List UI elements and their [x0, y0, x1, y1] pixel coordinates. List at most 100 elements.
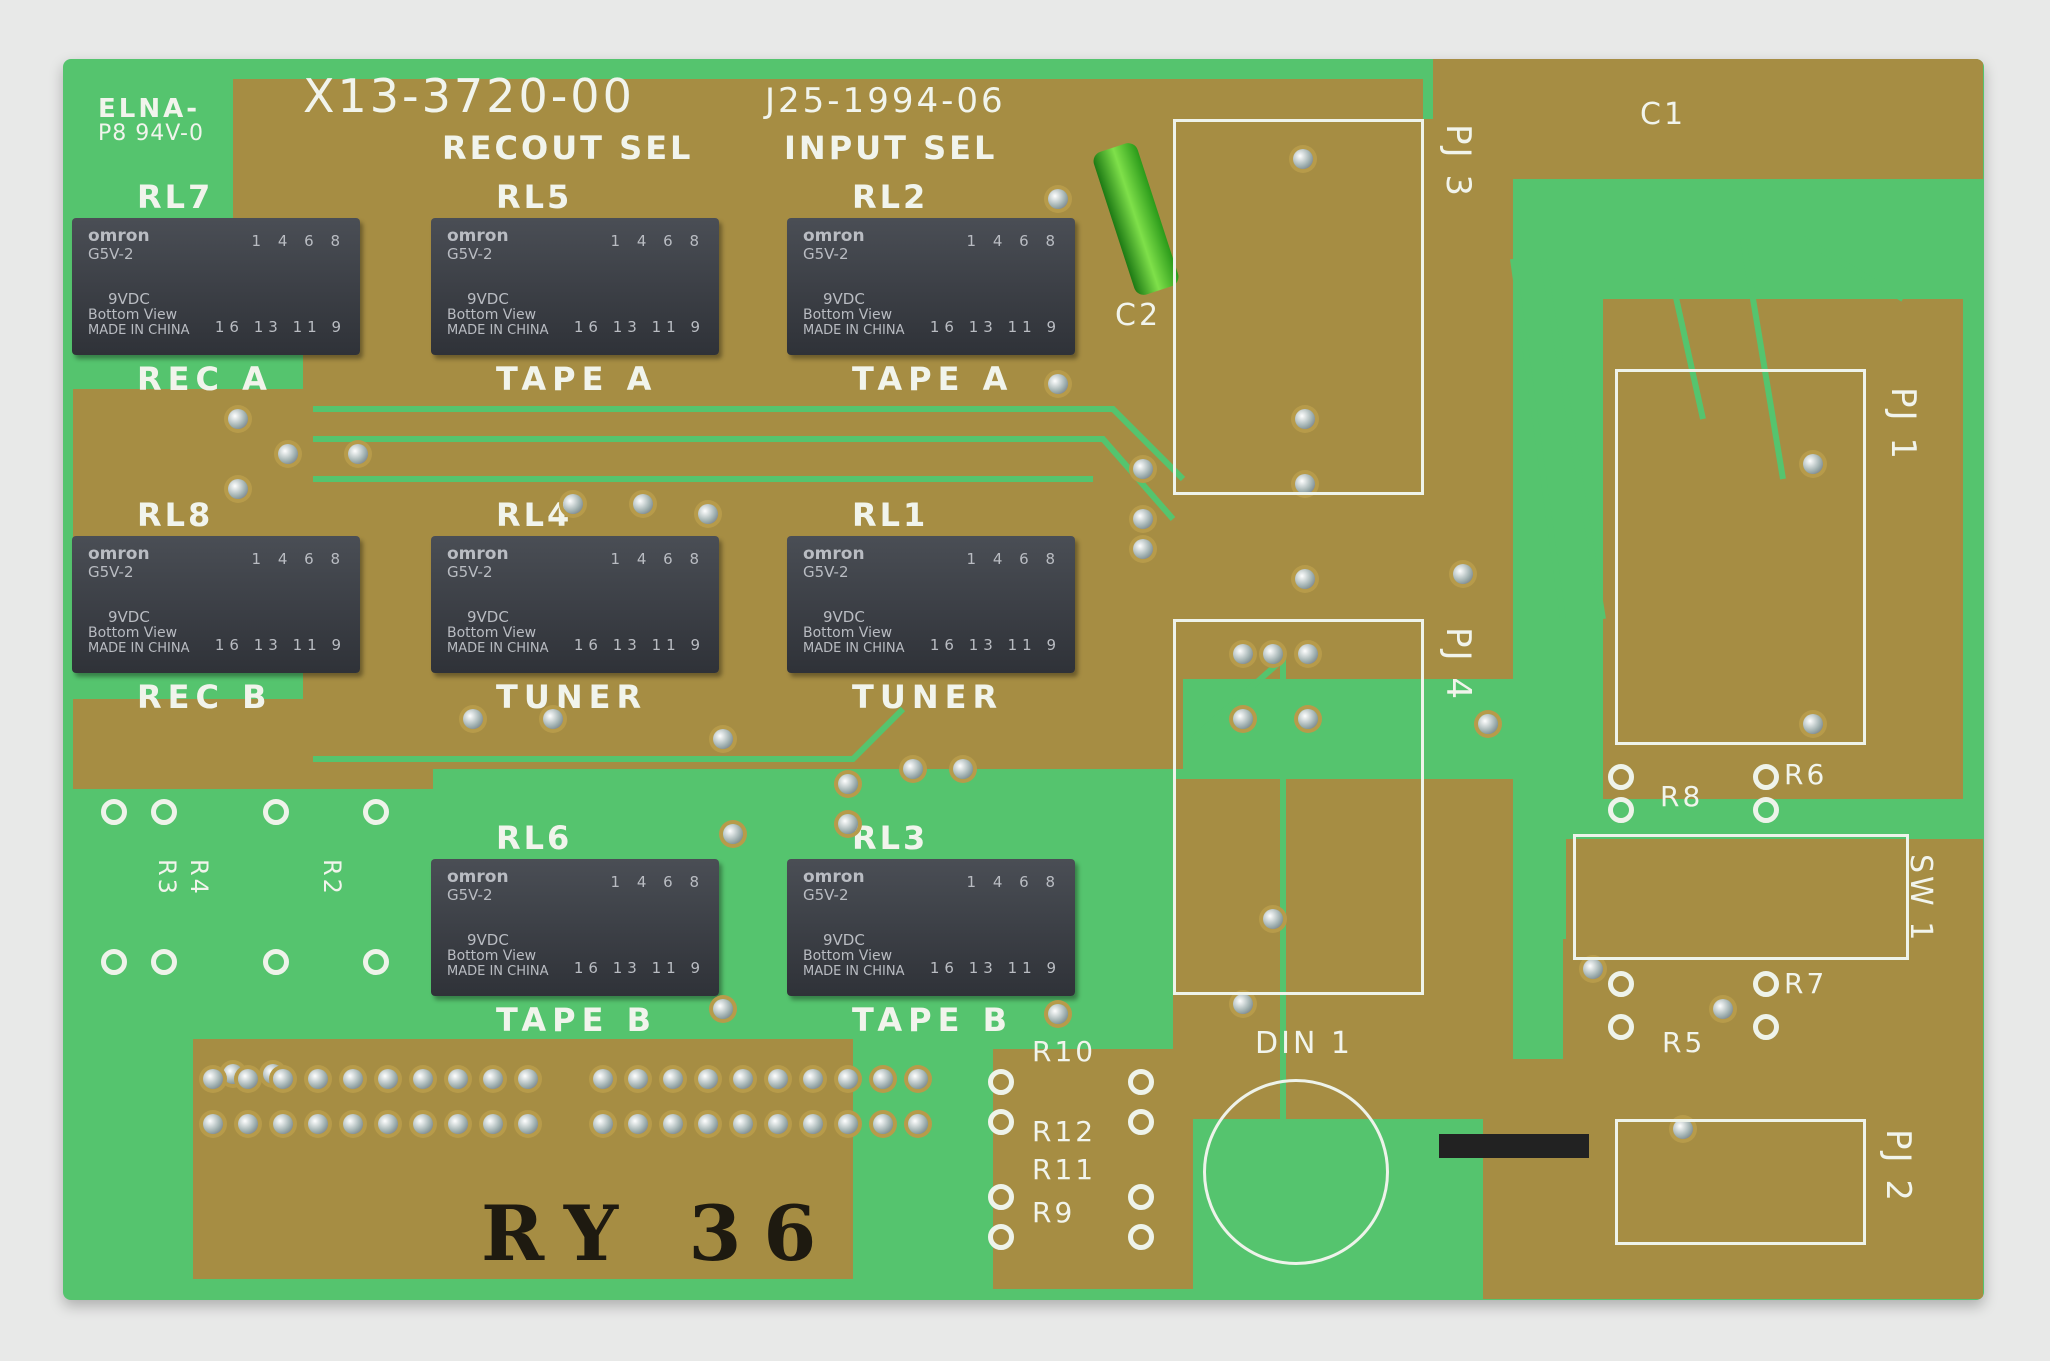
- c1-label: C1: [1640, 97, 1687, 132]
- header-pin: [803, 1114, 823, 1134]
- resistor-pad-ring: [363, 799, 389, 825]
- r9-label: R9: [1032, 1196, 1076, 1229]
- solder-pad: [463, 709, 483, 729]
- relay-pins-top: 1 4 6 8: [251, 232, 346, 250]
- relay-pins-top: 1 4 6 8: [610, 873, 705, 891]
- solder-pad: [1048, 1004, 1068, 1024]
- relay-rl6: omron G5V-2 9VDC Bottom View MADE IN CHI…: [431, 859, 719, 996]
- header-pin: [413, 1069, 433, 1089]
- relay-function-label: TUNER: [496, 678, 648, 716]
- solder-pad: [1133, 539, 1153, 559]
- header-pin: [483, 1069, 503, 1089]
- relay-voltage: 9VDC: [467, 608, 509, 626]
- relay-brand: omron: [447, 867, 509, 887]
- solder-pad: [563, 494, 583, 514]
- solder-pad: [1133, 459, 1153, 479]
- relay-pins-top: 1 4 6 8: [966, 550, 1061, 568]
- r12-label: R12: [1032, 1115, 1097, 1148]
- header-pin: [448, 1069, 468, 1089]
- din1-outline: [1203, 1079, 1389, 1265]
- relay-rl2: omron G5V-2 9VDC Bottom View MADE IN CHI…: [787, 218, 1075, 355]
- relay-origin: MADE IN CHINA: [447, 641, 549, 656]
- relay-brand: omron: [803, 867, 865, 887]
- pj2-outline: [1615, 1119, 1866, 1245]
- relay-ref-label: RL3: [852, 819, 929, 857]
- header-pin: [838, 1069, 858, 1089]
- relay-origin: MADE IN CHINA: [803, 641, 905, 656]
- resistor-pad-ring: [151, 949, 177, 975]
- relay-voltage: 9VDC: [823, 931, 865, 949]
- header-pin: [378, 1114, 398, 1134]
- rating-label: P8 94V-0: [98, 121, 204, 146]
- relay-rl3: omron G5V-2 9VDC Bottom View MADE IN CHI…: [787, 859, 1075, 996]
- relay-rl8: omron G5V-2 9VDC Bottom View MADE IN CHI…: [72, 536, 360, 673]
- relay-pins-top: 1 4 6 8: [251, 550, 346, 568]
- resistor-pad-ring: [151, 799, 177, 825]
- header-pin: [908, 1069, 928, 1089]
- r8-label: R8: [1660, 780, 1704, 813]
- solder-pad: [903, 759, 923, 779]
- relay-ref-label: RL1: [852, 496, 929, 534]
- relay-view: Bottom View: [803, 948, 893, 964]
- relay-view: Bottom View: [803, 307, 893, 323]
- stamp-label: RY 36: [481, 1189, 839, 1278]
- relay-pins-top: 1 4 6 8: [966, 232, 1061, 250]
- header-pin: [308, 1114, 328, 1134]
- relay-ref-label: RL8: [137, 496, 214, 534]
- r6-label: R6: [1784, 758, 1828, 791]
- relay-pins-bottom: 16 13 11 9: [573, 959, 705, 977]
- resistor-pad-ring: [101, 949, 127, 975]
- relay-rl4: omron G5V-2 9VDC Bottom View MADE IN CHI…: [431, 536, 719, 673]
- solder-pad: [543, 709, 563, 729]
- din1-label: DIN 1: [1255, 1026, 1354, 1061]
- resistor-pad-ring: [988, 1184, 1014, 1210]
- solder-pad: [1233, 994, 1253, 1014]
- relay-model: G5V-2: [803, 886, 849, 904]
- relay-function-label: REC B: [137, 678, 273, 716]
- relay-voltage: 9VDC: [823, 290, 865, 308]
- resistor-pad-ring: [988, 1069, 1014, 1095]
- relay-model: G5V-2: [447, 245, 493, 263]
- r5-label: R5: [1662, 1026, 1706, 1059]
- header-pin: [203, 1114, 223, 1134]
- pj2-label: PJ 2: [1878, 1129, 1918, 1204]
- relay-view: Bottom View: [447, 307, 537, 323]
- relay-voltage: 9VDC: [823, 608, 865, 626]
- resistor-pad-ring: [101, 799, 127, 825]
- header-pin: [628, 1069, 648, 1089]
- relay-model: G5V-2: [88, 245, 134, 263]
- resistor-pad-ring: [1608, 797, 1634, 823]
- solder-pad: [1233, 644, 1253, 664]
- resistor-pad-ring: [1128, 1184, 1154, 1210]
- relay-function-label: TAPE A: [852, 360, 1014, 398]
- header-pin: [238, 1069, 258, 1089]
- part-number-label: X13-3720-00: [303, 69, 635, 123]
- relay-view: Bottom View: [447, 625, 537, 641]
- relay-ref-label: RL6: [496, 819, 573, 857]
- header-pin: [628, 1114, 648, 1134]
- relay-ref-label: RL7: [137, 178, 214, 216]
- header-pin: [663, 1069, 683, 1089]
- relay-pins-top: 1 4 6 8: [966, 873, 1061, 891]
- solder-pad: [1263, 909, 1283, 929]
- relay-pins-bottom: 16 13 11 9: [929, 636, 1061, 654]
- resistor-pad-ring: [1128, 1109, 1154, 1135]
- relay-brand: omron: [88, 544, 150, 564]
- solder-pad: [1263, 644, 1283, 664]
- resistor-pad-ring: [263, 799, 289, 825]
- header-pin: [733, 1069, 753, 1089]
- resistor-pad-ring: [988, 1224, 1014, 1250]
- relay-rl1: omron G5V-2 9VDC Bottom View MADE IN CHI…: [787, 536, 1075, 673]
- pj3-outline: [1173, 119, 1424, 495]
- header-pin: [413, 1114, 433, 1134]
- header-pin: [343, 1114, 363, 1134]
- solder-pad: [1233, 709, 1253, 729]
- solder-pad: [1583, 959, 1603, 979]
- header-pin: [908, 1114, 928, 1134]
- c2-label: C2: [1115, 298, 1162, 333]
- resistor-pad-ring: [1128, 1224, 1154, 1250]
- relay-ref-label: RL2: [852, 178, 929, 216]
- header-pin: [698, 1114, 718, 1134]
- header-pin: [483, 1114, 503, 1134]
- r10-label: R10: [1032, 1035, 1097, 1068]
